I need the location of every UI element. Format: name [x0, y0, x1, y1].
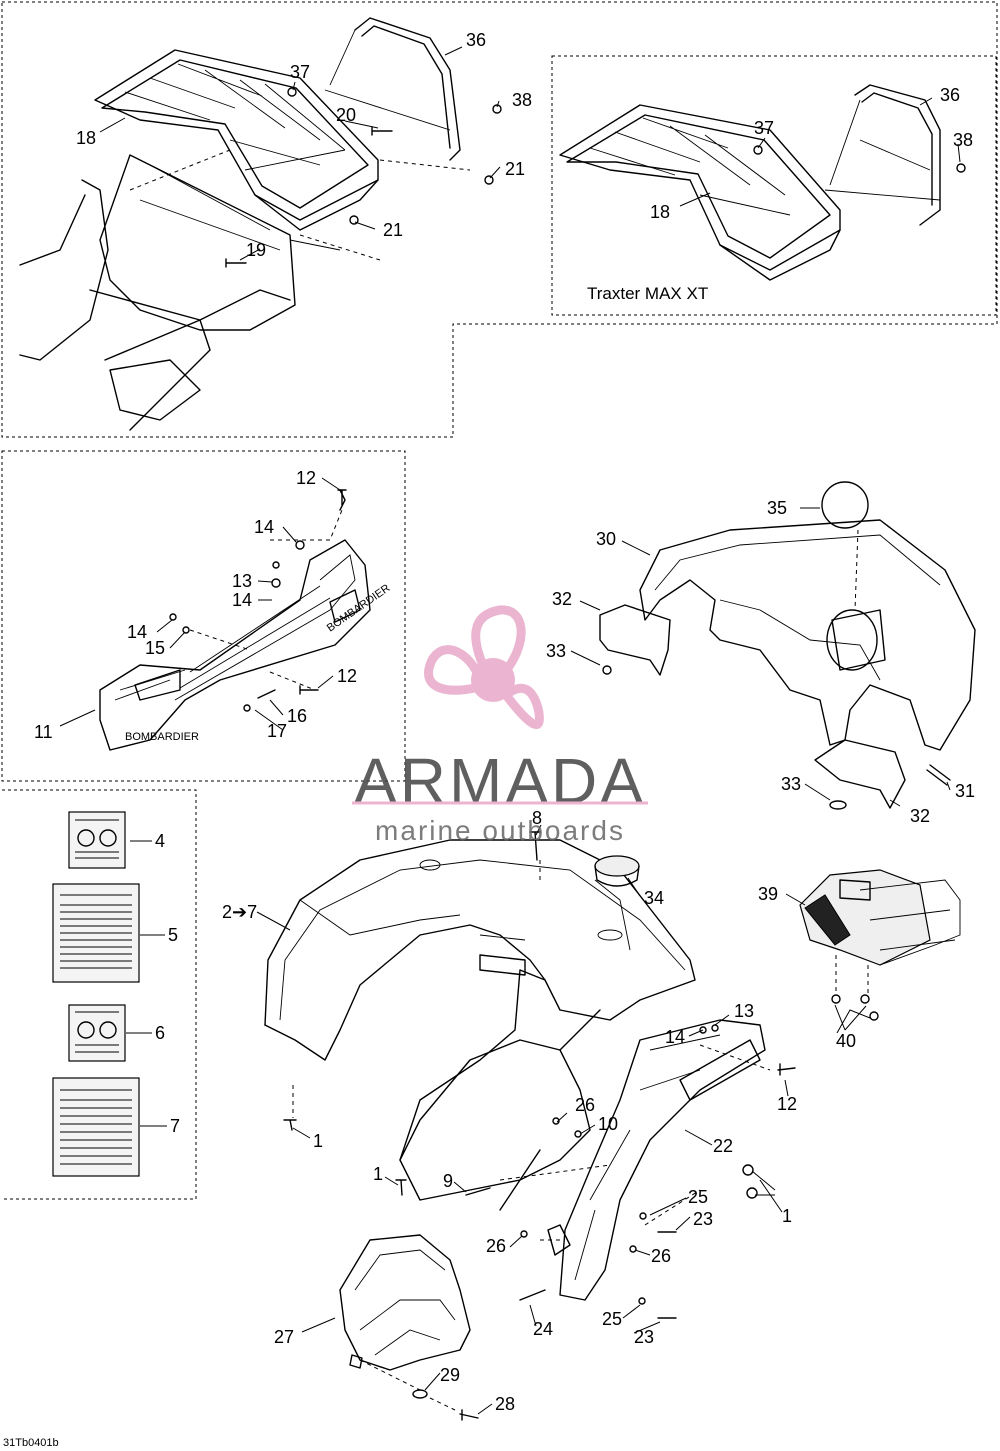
- callout-10: 10: [598, 1114, 618, 1134]
- callout-23: 23: [634, 1327, 654, 1347]
- rear-fender-assembly: [264, 831, 696, 1211]
- callout-18: 18: [650, 202, 670, 222]
- callout-7: 7: [170, 1116, 180, 1136]
- callout-4: 4: [155, 831, 165, 851]
- callout-2-to-7: 2➔7: [222, 902, 257, 922]
- callout-13: 13: [232, 571, 252, 591]
- callout-38: 38: [953, 130, 973, 150]
- callout-15: 15: [145, 638, 165, 658]
- callout-14: 14: [232, 590, 252, 610]
- callout-39: 39: [758, 884, 778, 904]
- callout-14: 14: [665, 1027, 685, 1047]
- subassembly-label: Traxter MAX XT: [587, 284, 708, 303]
- callout-21: 21: [505, 159, 525, 179]
- callout-36: 36: [940, 85, 960, 105]
- callout-14: 14: [254, 517, 274, 537]
- callout-22: 22: [713, 1136, 733, 1156]
- callout-20: 20: [336, 105, 356, 125]
- callout-21: 21: [383, 220, 403, 240]
- callout-13: 13: [734, 1001, 754, 1021]
- callout-numbers: 36 37 38 20 18 21 21 19 36 37 38 18 Trax…: [3, 30, 975, 1449]
- rear-bumper-assembly: BOMBARDIER BOMBARDIER: [99, 489, 393, 751]
- storage-box: [799, 869, 961, 1021]
- callout-25: 25: [602, 1309, 622, 1329]
- callout-31: 31: [955, 781, 975, 801]
- callout-16: 16: [287, 706, 307, 726]
- callout-37: 37: [754, 118, 774, 138]
- callout-26: 26: [651, 1246, 671, 1266]
- callout-38: 38: [512, 90, 532, 110]
- callout-24: 24: [533, 1319, 553, 1339]
- callout-1: 1: [313, 1131, 323, 1151]
- callout-32: 32: [910, 806, 930, 826]
- callout-14: 14: [127, 622, 147, 642]
- callout-26: 26: [575, 1095, 595, 1115]
- decal-6: [68, 1004, 126, 1062]
- callout-9: 9: [443, 1171, 453, 1191]
- callout-28: 28: [495, 1394, 515, 1414]
- decal-7: [52, 1077, 140, 1177]
- callout-33: 33: [546, 641, 566, 661]
- panel-frames: [1, 1, 998, 1200]
- traxter-max-xt-rack: [559, 84, 966, 281]
- callout-1: 1: [373, 1164, 383, 1184]
- callout-8: 8: [532, 808, 542, 828]
- callout-33: 33: [781, 774, 801, 794]
- watermark-brand: ARMADA: [354, 745, 646, 817]
- callout-5: 5: [168, 925, 178, 945]
- bumper-brand-mark-right: BOMBARDIER: [325, 582, 393, 634]
- decal-set: [52, 811, 140, 1177]
- callout-19: 19: [246, 240, 266, 260]
- callout-26: 26: [486, 1236, 506, 1256]
- rear-rack-panel-frame: [1, 1, 998, 438]
- callout-11: 11: [34, 722, 53, 742]
- decal-panel-frame: [2, 789, 197, 1200]
- rear-bumper-panel-frame: [1, 450, 406, 782]
- watermark-tagline: marine outboards: [375, 815, 625, 846]
- callout-29: 29: [440, 1365, 460, 1385]
- callout-27: 27: [274, 1327, 294, 1347]
- callout-30: 30: [596, 529, 616, 549]
- leader-lines: [59, 46, 961, 1415]
- callout-12: 12: [296, 468, 316, 488]
- bumper-brand-mark-left: BOMBARDIER: [125, 731, 199, 743]
- callout-35: 35: [767, 498, 787, 518]
- callout-18: 18: [76, 128, 96, 148]
- callout-32: 32: [552, 589, 572, 609]
- drawing-code: 31Tb0401b: [3, 1437, 59, 1449]
- mud-guard: [339, 1234, 479, 1421]
- callout-25: 25: [688, 1187, 708, 1207]
- callout-12: 12: [777, 1094, 797, 1114]
- callout-6: 6: [155, 1023, 165, 1043]
- watermark: ARMADA marine outboards: [352, 605, 648, 846]
- callout-12: 12: [337, 666, 357, 686]
- callout-37: 37: [290, 62, 310, 82]
- callout-23: 23: [693, 1209, 713, 1229]
- propeller-logo-icon: [424, 605, 544, 729]
- callout-34: 34: [644, 888, 664, 908]
- callout-17: 17: [267, 721, 287, 741]
- rear-rack-assembly: [19, 17, 502, 431]
- callout-1: 1: [782, 1206, 792, 1226]
- callout-36: 36: [466, 30, 486, 50]
- rear-fender-cover: [599, 481, 976, 810]
- side-panel: [519, 1019, 796, 1319]
- callout-40: 40: [836, 1031, 856, 1051]
- traxter-max-xt-panel-frame: [551, 55, 997, 316]
